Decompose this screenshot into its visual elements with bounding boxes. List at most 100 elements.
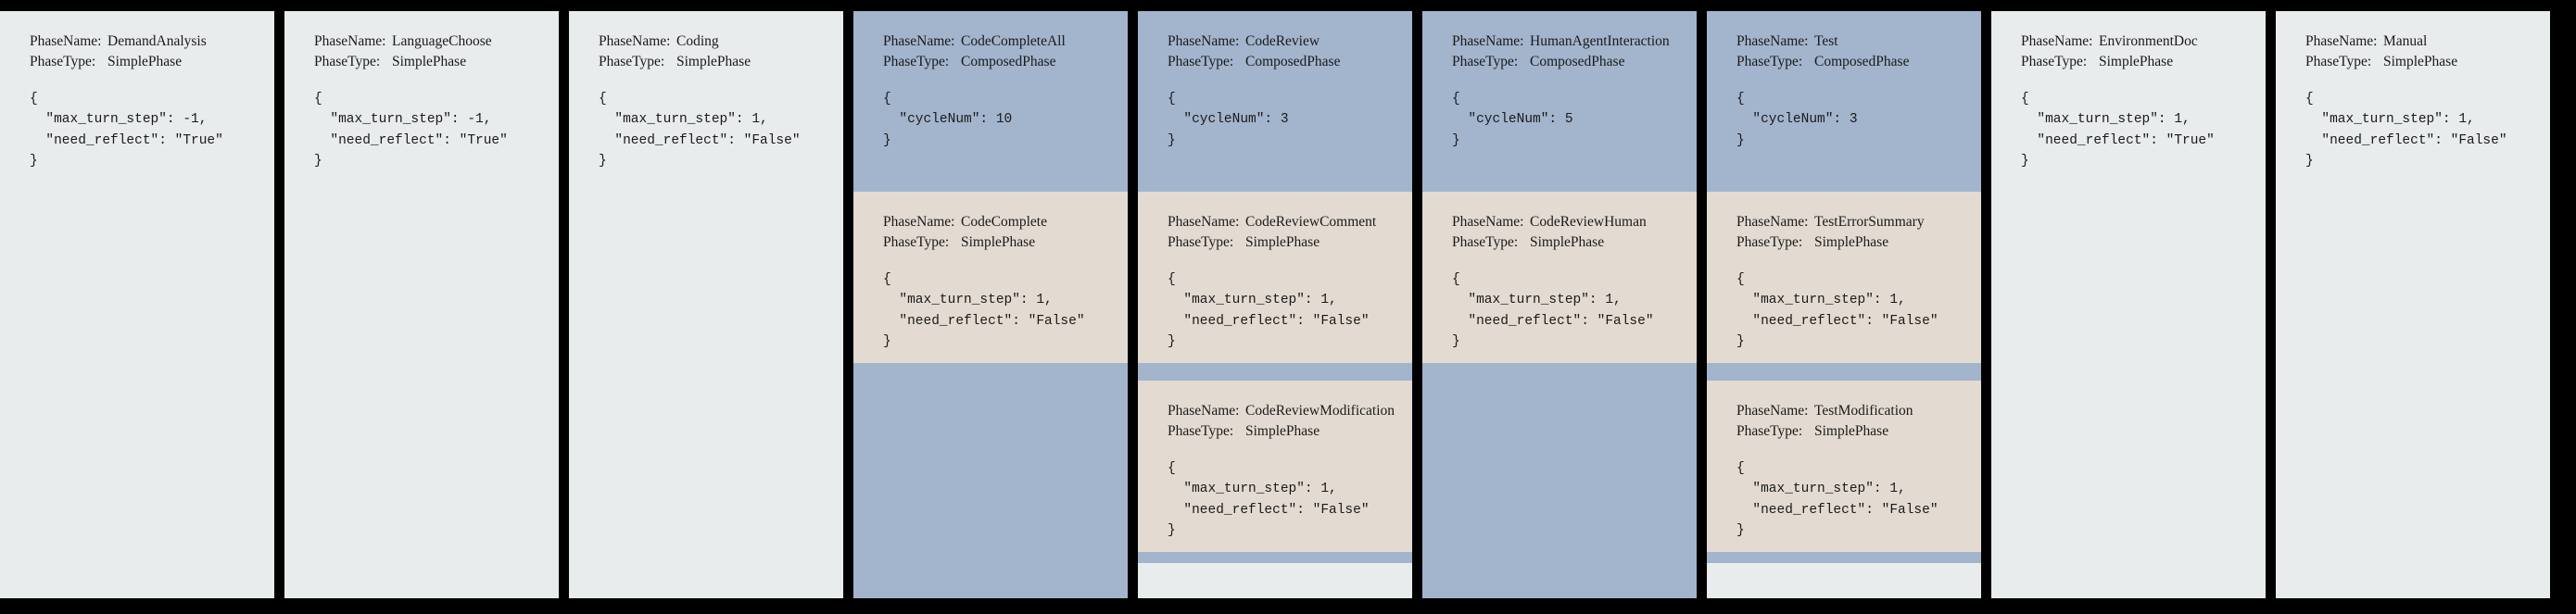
phase-name-label: PhaseName: [1168,33,1240,49]
json-line: } [1168,334,1176,350]
phase-type-label: PhaseType: [2305,54,2372,70]
phase-type-value: SimplePhase [676,54,751,70]
json-line: } [2305,154,2314,169]
json-line: "max_turn_step": 1, [1452,293,1622,308]
phase-type-label: PhaseType: [1452,234,1519,251]
phase-name-value: CodeCompleteAll [961,33,1066,49]
phase-name-label: PhaseName: [30,33,102,49]
phase-name-label: PhaseName: [883,33,955,49]
phase-type-value: SimplePhase [1245,423,1320,440]
json-line: "max_turn_step": 1, [2305,112,2475,128]
json-line: { [883,91,891,107]
phase-config-json: { "max_turn_step": 1, "need_reflect": "F… [1168,269,1412,353]
json-line: { [1168,271,1176,287]
json-line: } [30,154,38,169]
phase-name-row: PhaseName:EnvironmentDoc [2021,31,2266,52]
phase-type-value: SimplePhase [1245,234,1320,251]
json-line: "max_turn_step": 1, [2021,112,2191,128]
phase-config-json: { "max_turn_step": 1, "need_reflect": "F… [883,269,1128,353]
phase-config-json: { "max_turn_step": 1, "need_reflect": "F… [1168,458,1412,542]
phase-config-json: { "max_turn_step": 1, "need_reflect": "F… [1736,458,1981,542]
phase-name-label: PhaseName: [883,214,955,230]
json-line: "need_reflect": "False" [1736,313,1938,329]
phase-type-value: SimplePhase [1530,234,1605,251]
json-line: "need_reflect": "True" [30,132,223,148]
phase-type-row: PhaseType: SimplePhase [2305,52,2550,72]
phase-type-value: SimplePhase [961,234,1036,251]
phase-type-value: ComposedPhase [1530,54,1625,70]
json-line: } [1168,523,1176,539]
phase-type-row: PhaseType:SimplePhase [30,52,274,72]
json-line: } [1736,132,1745,148]
phase-name-row: PhaseName:Test [1736,31,1981,52]
phase-name-value: DemandAnalysis [107,33,207,49]
phase-config-json: { "cycleNum": 3} [1736,89,1981,151]
json-line: "need_reflect": "True" [2021,132,2215,148]
json-line: "max_turn_step": 1, [1168,293,1337,308]
json-line: } [1736,334,1745,350]
phase-name-row: PhaseName:CodeReviewComment [1168,212,1412,232]
phase-name-row: PhaseName:CodeReviewHuman [1452,212,1697,232]
json-line: } [883,132,891,148]
json-line: { [1452,271,1460,287]
json-line: "need_reflect": "False" [1168,313,1370,329]
composed-phase-filler [853,363,1128,598]
json-line: { [1168,460,1176,476]
phase-name-row: PhaseName: CodeCompleteAll [883,31,1128,52]
phase-type-row: PhaseType: SimplePhase [314,52,559,72]
phase-type-row: PhaseType:SimplePhase [1168,421,1412,442]
phase-config-json: { "max_turn_step": 1, "need_reflect": "F… [1452,269,1697,353]
json-line: "cycleNum": 5 [1452,112,1573,128]
phase-type-value: SimplePhase [2383,54,2458,70]
phase-name-label: PhaseName: [599,33,671,49]
phase-config-json: { "cycleNum": 10} [883,89,1128,151]
phase-config-json: { "max_turn_step": -1, "need_reflect": "… [314,89,559,172]
phase-name-row: PhaseName:LanguageChoose [314,31,559,52]
json-line: "need_reflect": "False" [2305,132,2507,148]
phase-type-value: SimplePhase [392,54,467,70]
phase-name-row: PhaseName:HumanAgentInteraction [1452,31,1697,52]
json-line: "max_turn_step": 1, [599,112,768,128]
phase-name-row: PhaseName: DemandAnalysis [30,31,274,52]
phase-name-label: PhaseName: [1736,403,1809,419]
json-line: } [1168,132,1176,148]
phase-type-label: PhaseType: [314,54,381,70]
phase-type-row: PhaseType:SimplePhase [883,232,1128,253]
phase-type-row: PhaseType:ComposedPhase [1452,52,1697,72]
